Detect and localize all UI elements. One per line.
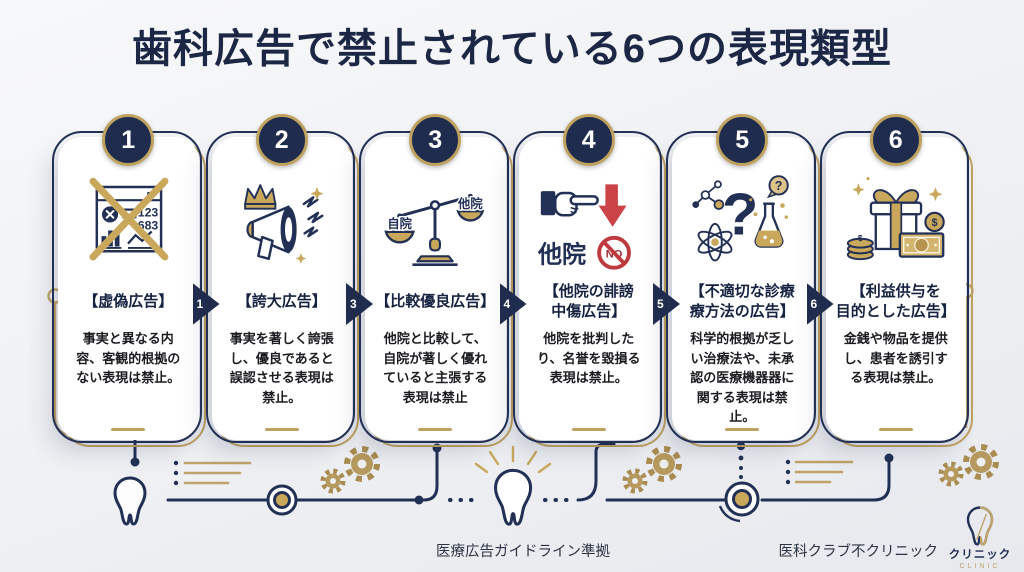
pointing-hand-no-icon: 他院 NO: [537, 184, 631, 270]
card-number-badge: 5: [716, 114, 769, 166]
card-number-badge: 6: [869, 114, 922, 166]
card-inappropriate-treatment-advertising: 5 ?: [666, 114, 834, 447]
card-body: 事実と異なる内容、客観的根拠のない表現は禁止。: [76, 331, 181, 385]
gear-icon: [625, 449, 679, 491]
question-flask-icon: ? ?: [692, 175, 789, 262]
gold-dash: [878, 427, 913, 431]
gear-icon: [941, 447, 996, 484]
card-heading: 【誇大広告】: [236, 292, 327, 310]
prohibition-cards: 1 123 683: [52, 114, 973, 447]
svg-text:?: ?: [775, 179, 783, 193]
svg-text:?: ?: [722, 180, 759, 247]
megaphone-crown-icon: [243, 184, 324, 264]
circuit-node: [266, 484, 298, 516]
gold-dash: [571, 427, 606, 431]
card-false-advertising: 1 123 683: [52, 114, 220, 447]
svg-text:他院: 他院: [457, 196, 483, 211]
svg-text:自院: 自院: [388, 216, 413, 231]
card-heading: 【利益供与を目的とした広告】: [835, 282, 956, 320]
gold-dash: [264, 427, 299, 431]
logo-subtext: CLINIC: [959, 563, 1001, 570]
clinic-logo: クリニック CLINIC: [942, 506, 1018, 570]
gear-icon: [323, 449, 377, 491]
card-number-badge: 1: [102, 114, 155, 166]
speed-lines: [173, 460, 252, 486]
card-body: 事実を著しく誇張し、優良であると誤認させる表現は禁止。: [229, 331, 334, 405]
clinic-name: 医科クラブ不クリニック: [778, 544, 939, 560]
card-heading: 【不適切な診療療方法の広告】: [689, 282, 795, 320]
card-body: 他院と比較して、自院が著しく優れていると主張する表現は禁止: [383, 331, 488, 405]
gold-dash: [725, 427, 760, 431]
logo-text: クリニック: [948, 549, 1012, 561]
card-body: 科学的根拠が乏しい治療法や、未承認の医療機器器に関する表現は禁止。: [690, 331, 795, 424]
crossed-out-ad-icon: 123 683: [89, 177, 169, 261]
svg-text:$: $: [858, 233, 863, 243]
card-number-badge: 4: [562, 114, 615, 166]
card-heading: 【比較優良広告】: [375, 292, 496, 310]
card-number-badge: 3: [409, 114, 462, 166]
two-tone-tooth-icon: [966, 506, 994, 546]
gift-money-icon: $ $: [846, 177, 945, 261]
card-exaggerated-advertising: 2: [205, 114, 373, 447]
guideline-note: 医療広告ガイドライン準拠: [436, 544, 610, 560]
card-inducement-advertising: 6: [819, 114, 973, 447]
speed-lines: [785, 459, 854, 485]
card-number-badge: 2: [255, 114, 308, 166]
card-heading: 【他院の誹謗中傷広告】: [543, 282, 634, 320]
card-heading: 【虚偽広告】: [83, 292, 174, 310]
gold-dash: [418, 427, 453, 431]
card-body: 他院を批判したり、名誉を毀損る表現は禁止。: [537, 331, 641, 385]
connector-lines: [133, 439, 891, 502]
card-body: 金銭や物品を提供し、患者を誘引する表現は禁止。: [843, 331, 948, 385]
svg-text:$: $: [931, 217, 937, 229]
gold-dash: [111, 427, 146, 431]
tooth-icon: [113, 476, 147, 526]
circuit-node: [718, 481, 760, 523]
svg-text:他院: 他院: [537, 240, 586, 268]
balance-scale-icon: 自院 他院: [384, 193, 485, 266]
shining-tooth-icon: [474, 445, 552, 526]
connector-dots: [130, 441, 894, 505]
card-comparative-advertising: 3 自院 他院: [359, 114, 527, 447]
page-title: 歯科広告で禁止されている6つの表現類型: [131, 27, 893, 71]
